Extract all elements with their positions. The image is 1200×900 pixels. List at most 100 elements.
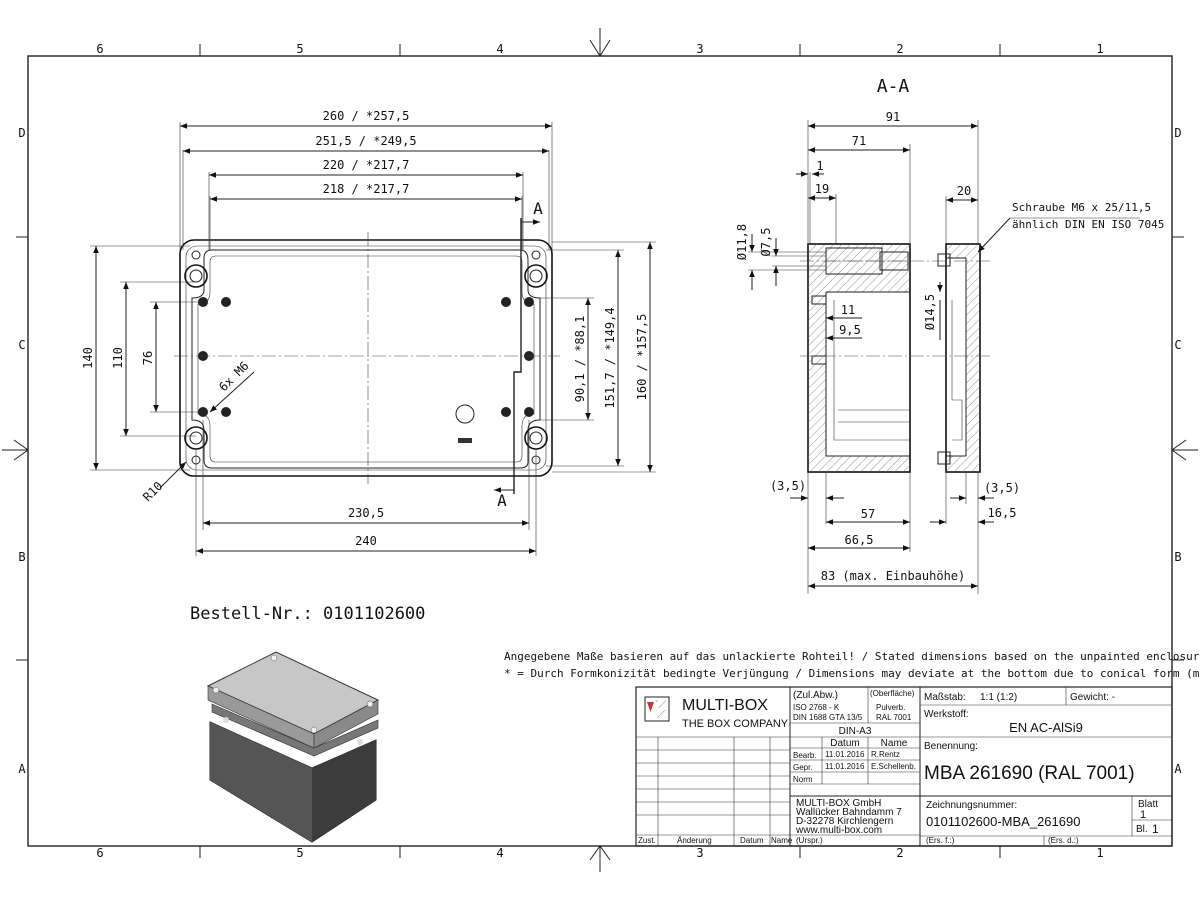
section-dims-side: Ø11,8 Ø7,5 11 9,5 Ø14,5 Schraube M6 x 25… — [735, 201, 1164, 341]
section-marker-bottom: A — [497, 491, 507, 510]
col-label: 3 — [696, 846, 703, 860]
dim-label: 240 — [355, 534, 377, 548]
dim-label: 218 / *217,7 — [323, 182, 410, 196]
order-number: Bestell-Nr.: 0101102600 — [190, 604, 425, 624]
dim-label: 251,5 / *249,5 — [315, 134, 416, 148]
surface-value-2: RAL 7001 — [876, 713, 912, 722]
col-label: 5 — [296, 42, 303, 56]
dim-label: 260 / *257,5 — [323, 109, 410, 123]
dim-label: (3,5) — [770, 479, 806, 493]
col-label: 6 — [96, 846, 103, 860]
dim-label: 16,5 — [988, 506, 1017, 520]
section-dims-bottom: (3,5) (3,5) 16,5 57 66,5 83 (max. Einbau… — [770, 472, 1020, 594]
checked-name: E.Schellenb. — [871, 762, 916, 771]
surface-header: (Oberfläche) — [870, 689, 915, 698]
company-line-1: MULTI-BOX GmbH — [796, 798, 881, 809]
col-label: 3 — [696, 42, 703, 56]
dim-label: 110 — [111, 347, 125, 369]
col-name: Name — [881, 738, 908, 749]
company-line-3: D-32278 Kirchlengern — [796, 816, 893, 827]
company-logo-sub: THE BOX COMPANY — [682, 718, 789, 730]
drawn-label: Bearb. — [793, 751, 817, 760]
row-label: D — [1174, 126, 1181, 140]
material-value: EN AC-AlSi9 — [1009, 720, 1083, 735]
section-marker-top: A — [533, 199, 543, 218]
row-label: A — [1174, 762, 1182, 776]
drawing-number: 0101102600-MBA_261690 — [926, 814, 1080, 829]
drawing-number-label: Zeichnungsnummer: — [926, 800, 1017, 811]
title-block-text: MULTI-BOX THE BOX COMPANY (Zul.Abw.) (Ob… — [638, 689, 1159, 845]
drawing-frame — [2, 28, 1198, 872]
dim-label: 230,5 — [348, 506, 384, 520]
row-label: C — [1174, 338, 1181, 352]
col-label: 4 — [496, 846, 503, 860]
radius-callout: R10 — [140, 479, 165, 504]
rev-name-header: Name — [771, 836, 793, 845]
front-dims-right: 90,1 / *88,1 151,7 / *149,4 160 / *157,5 — [540, 241, 656, 473]
iso-illustration — [206, 651, 380, 843]
material-label: Werkstoff: — [924, 709, 969, 720]
row-label: B — [18, 550, 25, 564]
col-label: 6 — [96, 42, 103, 56]
company-logo-name: MULTI-BOX — [682, 697, 768, 714]
paper-format: DIN-A3 — [839, 726, 872, 737]
tolerance-header: (Zul.Abw.) — [793, 690, 838, 701]
front-dims-top: 260 / *257,5 251,5 / *249,5 220 / *217,7… — [179, 109, 553, 250]
checked-date: 11.01.2016 — [825, 762, 865, 771]
dim-label: 76 — [141, 351, 155, 365]
note-line-1: Angegebene Maße basieren auf das unlacki… — [504, 650, 1200, 663]
drawn-date: 11.01.2016 — [825, 750, 865, 759]
dim-label: 151,7 / *149,4 — [603, 307, 617, 408]
norm-label: Norm — [793, 775, 813, 784]
note-line-2: * = Durch Formkonizität bedingte Verjüng… — [504, 667, 1200, 680]
name-label: Benennung: — [924, 741, 978, 752]
screw-note-2: ähnlich DIN EN ISO 7045 — [1012, 218, 1164, 231]
replaces-label: (Ers. f.:) — [926, 836, 955, 845]
title-block — [635, 686, 1173, 847]
sheets-label: Bl. — [1136, 824, 1148, 835]
tolerance-value-2: DIN 1688 GTA 13/5 — [793, 713, 863, 722]
section-view — [800, 243, 990, 473]
sheet-label: Blatt — [1138, 799, 1158, 810]
grid-labels: 6 5 4 3 2 1 6 5 4 3 2 1 D C B A D C B A — [18, 42, 1182, 860]
dim-label: 71 — [852, 134, 866, 148]
drawn-name: R.Rentz — [871, 750, 900, 759]
sheet-value: 1 — [1140, 809, 1146, 821]
col-label: 1 — [1096, 846, 1103, 860]
dim-label: 20 — [957, 184, 971, 198]
weight-label: Gewicht: - — [1070, 692, 1115, 703]
front-dims-bottom: 230,5 240 — [195, 420, 537, 556]
col-label: 5 — [296, 846, 303, 860]
section-title: A-A — [877, 76, 910, 97]
row-label: C — [18, 338, 25, 352]
row-label: B — [1174, 550, 1181, 564]
dim-label: Ø14,5 — [923, 294, 937, 330]
scale-value: 1:1 (1:2) — [980, 692, 1017, 703]
dim-label: 57 — [861, 507, 875, 521]
dim-label: 19 — [815, 182, 829, 196]
dim-label: 11 — [841, 303, 855, 317]
dim-label: Ø11,8 — [735, 224, 749, 260]
front-view — [174, 218, 560, 494]
col-label: 2 — [896, 846, 903, 860]
dim-label: 1 — [816, 159, 823, 173]
section-dims-top: 91 71 1 19 20 — [796, 110, 979, 244]
front-dims-left: 140 110 76 — [81, 245, 200, 471]
row-label: A — [18, 762, 26, 776]
surface-value-1: Pulverb. — [876, 703, 905, 712]
company-line-4: www.multi-box.com — [795, 825, 882, 836]
col-date: Datum — [830, 738, 859, 749]
holes-callout: 6x M6 — [216, 359, 251, 394]
dim-label: 83 (max. Einbauhöhe) — [821, 569, 966, 583]
replaced-by-label: (Ers. d.:) — [1048, 836, 1079, 845]
col-label: 2 — [896, 42, 903, 56]
dim-label: 66,5 — [845, 533, 874, 547]
part-name: MBA 261690 (RAL 7001) — [924, 763, 1135, 784]
tolerance-value-1: ISO 2768 - K — [793, 703, 840, 712]
dim-label: 9,5 — [839, 323, 861, 337]
scale-label: Maßstab: — [924, 692, 966, 703]
dim-label: 91 — [886, 110, 900, 124]
row-label: D — [18, 126, 25, 140]
col-label: 4 — [496, 42, 503, 56]
